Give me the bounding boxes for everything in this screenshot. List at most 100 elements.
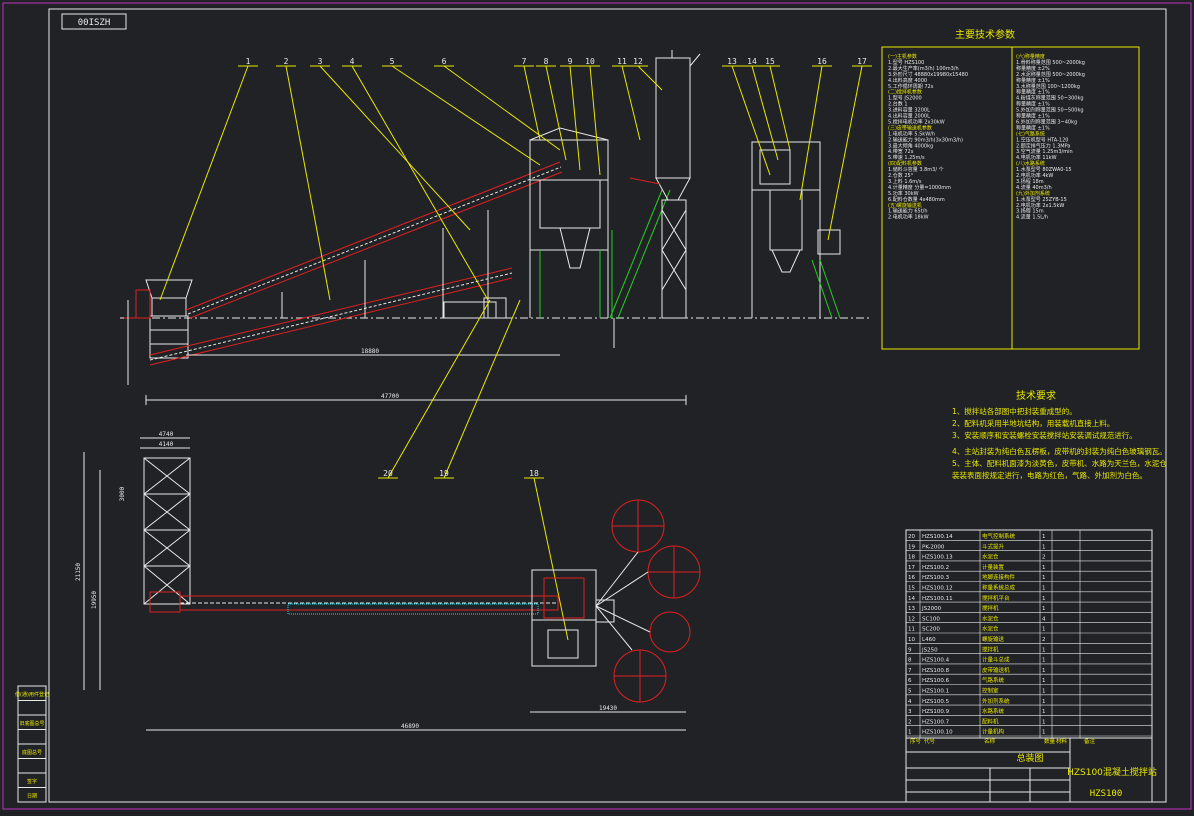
side-view-tower: [751, 141, 841, 319]
bom-cell: 1: [1042, 699, 1046, 705]
bom-cell: HZS100.10: [922, 730, 953, 736]
dim-overall-elevation: 47700: [381, 393, 399, 400]
spec-line: (一)主机参数: [888, 53, 917, 60]
balloon-6: 6: [442, 57, 447, 66]
bom-cell: 1: [1042, 689, 1046, 695]
bom-header-cell: 数量: [1044, 737, 1056, 745]
bom-cell: 皮带输送机: [982, 666, 1010, 674]
spec-line: (八)水路系统: [1016, 160, 1045, 167]
strip-cell: 旧底图总号: [19, 720, 44, 727]
spec-line: 4.电机功率 11kW: [1016, 154, 1057, 161]
bom-cell: 10: [908, 637, 915, 643]
bom-cell: HZS100.14: [922, 534, 953, 540]
spec-line: 1.水泵型号 80ZWA0-15: [1016, 166, 1072, 173]
bom-cell: 1: [1042, 730, 1046, 736]
requirement-item: 1、搅拌站各部图中把封装重成型的。: [952, 406, 1077, 416]
bom-cell: 1: [1042, 575, 1046, 581]
spec-line: 4.带宽 72s: [888, 148, 914, 155]
bom-cell: 斗式提升: [982, 542, 1005, 550]
bom-cell: 螺旋输送: [982, 635, 1005, 643]
bom-cell: JS250: [921, 647, 938, 653]
bom-cell: HZS100.7: [922, 719, 950, 725]
bom-cell: 1: [1042, 719, 1046, 725]
bom-cell: 控制室: [982, 687, 999, 695]
bom-cell: 20: [908, 534, 915, 540]
bom-cell: 1: [1042, 627, 1046, 633]
spec-line: 2.输送能力 90m3/h(3x30m3/h): [888, 136, 963, 143]
bom-cell: HZS100.4: [922, 658, 950, 664]
balloon-2: 2: [284, 57, 289, 66]
balloon-18: 18: [529, 469, 539, 478]
spec-line: (五)螺旋输送机: [888, 202, 922, 209]
spec-line: 2.最大生产率(m3/h) 100m3/h: [888, 65, 959, 72]
main-belt-conveyor: [185, 161, 563, 319]
dim-plan-left-d: 3000: [119, 486, 126, 501]
bom-cell: 外加剂系统: [982, 697, 1010, 705]
bom-cell: 18: [908, 555, 915, 561]
mixing-tower: [529, 127, 609, 318]
bom-cell: 称量系统总成: [982, 584, 1016, 592]
bom-cell: HZS100.11: [922, 596, 953, 602]
spec-line: 3.扬程 15m: [1016, 208, 1044, 215]
spec-line: 2.水泥称量范围 500~2000kg: [1016, 71, 1085, 78]
spec-line: (三)皮带输送机参数: [888, 124, 932, 131]
spec-table-frame: [881, 46, 1140, 350]
balloon-8: 8: [544, 57, 549, 66]
bom-cell: 9: [908, 647, 912, 653]
spec-line: 1.水泵型号 25ZYB-15: [1016, 196, 1067, 203]
bom-cell: 计量装置: [982, 563, 1005, 571]
drawing-code-box: [61, 13, 127, 30]
bom-cell: 地脚连接构件: [982, 573, 1016, 581]
bom-cell: 16: [908, 575, 915, 581]
bom-cell: 水泥仓: [982, 625, 999, 633]
spec-line: 1.空压机型号 HTA-120: [1016, 136, 1068, 143]
bom-cell: 15: [908, 586, 915, 592]
bom-cell: 1: [1042, 586, 1046, 592]
spec-line: (六)称量精度: [1016, 53, 1045, 60]
bom-cell: HZS100.3: [922, 575, 950, 581]
spec-line: 称量精度 ±1%: [1016, 77, 1050, 84]
spec-line: 2.台数 1: [888, 101, 908, 108]
bom-cell: 气路系统: [982, 676, 1005, 684]
bom-cell: 13: [908, 606, 915, 612]
spec-line: 3.水称量范围 100~1200kg: [1016, 83, 1080, 90]
bom-cell: HZS100.9: [922, 709, 950, 715]
balloon-14: 14: [747, 57, 757, 66]
balloon-13: 13: [727, 57, 737, 66]
bom-cell: SC200: [922, 627, 940, 633]
balloon-3: 3: [318, 57, 323, 66]
bom-cell: 5: [908, 689, 912, 695]
spec-line: 5.工作循环周期 72s: [888, 83, 934, 90]
bom-cell: 水泥仓: [982, 553, 999, 561]
aggregate-batcher: [124, 279, 193, 359]
elevation-view: 47700 18880: [120, 50, 870, 405]
spec-line: 4.出料容量 2000L: [888, 113, 930, 120]
bom-cell: 8: [908, 658, 912, 664]
spec-line: 2.电机功率 2x1.5kW: [1016, 202, 1064, 209]
balloon-11: 11: [617, 57, 627, 66]
bom-cell: HZS100.2: [922, 565, 949, 571]
spec-line: 4.流量 1.5L/h: [1016, 214, 1048, 221]
spec-line: 2.电机功率 18kW: [888, 214, 929, 221]
plan-belt-conveyor: [149, 591, 559, 615]
strip-cell: 借(通)用件登记: [15, 691, 49, 698]
assembly-label: 总装图: [1016, 752, 1043, 764]
bom-cell: 4: [1042, 616, 1046, 622]
bom-cell: 17: [908, 565, 915, 571]
requirement-item: 4、主站封装为纯白色瓦楞板，皮带机的封装为纯白色玻璃钢瓦。: [952, 446, 1167, 456]
spec-line: 1.骨料称量范围 500~2000kg: [1016, 59, 1085, 66]
balloon-17: 17: [857, 57, 867, 66]
drawing-title: HZS100混凝土搅拌站: [1067, 766, 1157, 778]
spec-line: 5.功率 30kW: [888, 190, 919, 197]
balloon-15: 15: [765, 57, 775, 66]
plan-view: 46890 19430 21150 19950 4740 4140 3000: [75, 431, 701, 731]
spec-line: 4.计量精度 分量=1000mm: [888, 184, 951, 191]
spec-line: 5.搅拌电机功率 2x30kW: [888, 118, 945, 125]
spec-line: 3.最大倾角 4000kg: [888, 142, 933, 149]
requirement-item: 装装表面按规定进行，电路为红色，气路、外加剂为白色。: [952, 470, 1147, 480]
